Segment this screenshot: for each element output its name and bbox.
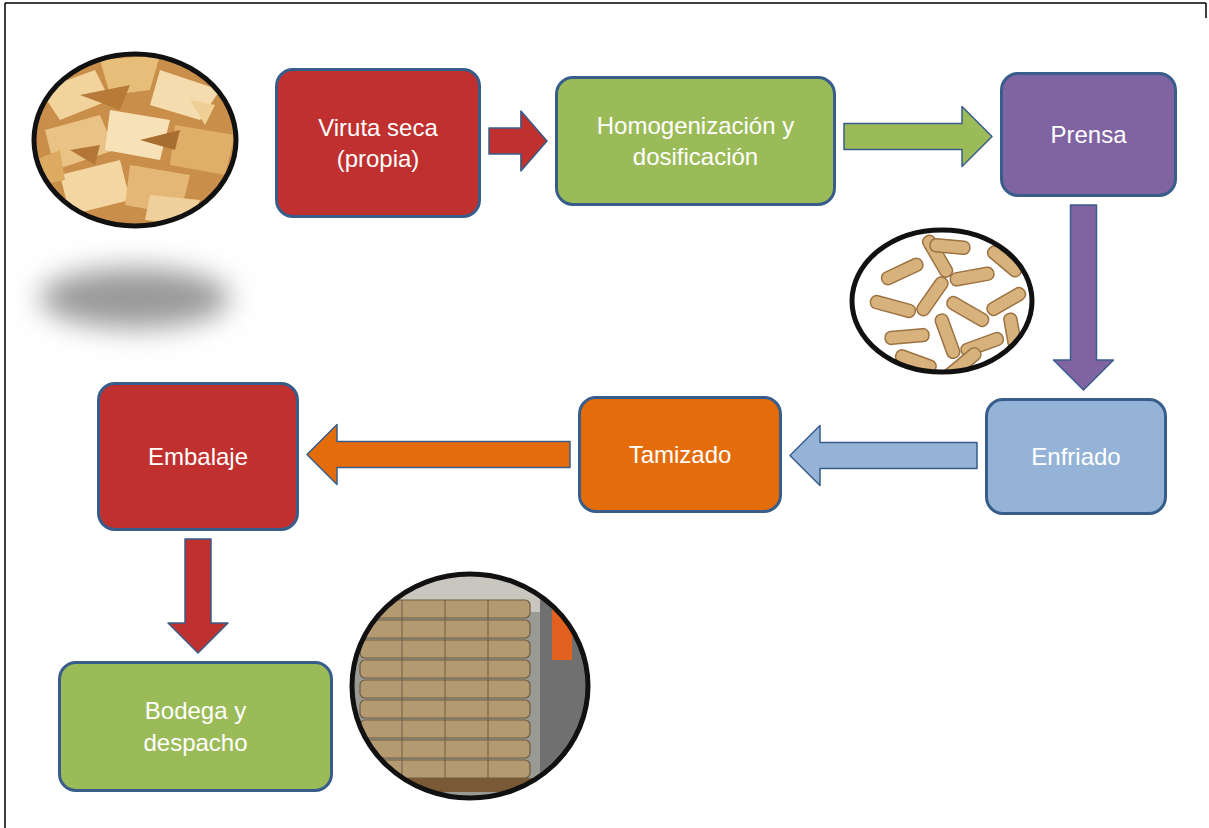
block-arrow [790, 426, 977, 486]
wood-chips-photo [30, 50, 242, 230]
process-box: Tamizado [578, 396, 782, 513]
shadow-blob [40, 268, 230, 328]
frame-line [1205, 3, 1207, 18]
process-box: Bodega y despacho [58, 661, 333, 792]
process-box: Prensa [1000, 72, 1177, 197]
block-arrow [1054, 205, 1114, 390]
box-label: Prensa [1050, 119, 1126, 150]
frame-line [5, 2, 1206, 4]
process-box: Viruta seca (propia) [275, 68, 481, 218]
pellets-photo [850, 228, 1036, 384]
box-label: Enfriado [1031, 441, 1120, 472]
box-label: Viruta seca (propia) [288, 112, 468, 174]
process-box: Enfriado [985, 398, 1167, 515]
process-box: Homogenización y dosificación [555, 76, 836, 206]
box-label: Homogenización y dosificación [568, 110, 823, 172]
block-arrow [307, 425, 570, 485]
block-arrow [844, 107, 992, 167]
box-label: Tamizado [629, 439, 732, 470]
box-label: Bodega y despacho [116, 695, 276, 757]
frame-line [4, 3, 6, 828]
block-arrow [489, 111, 547, 171]
pallet-photo [350, 572, 600, 802]
block-arrow [168, 539, 228, 653]
process-box: Embalaje [97, 382, 299, 531]
box-label: Embalaje [148, 441, 248, 472]
